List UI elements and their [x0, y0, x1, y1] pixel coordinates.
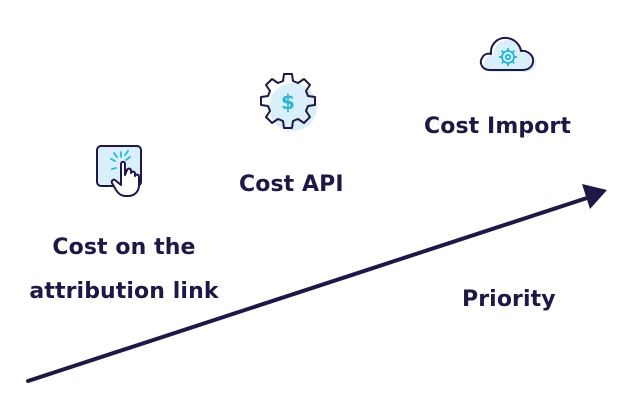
cloud-gear-icon — [479, 36, 537, 72]
step-label-line: Cost on the — [52, 235, 196, 260]
step-label-line: attribution link — [29, 279, 219, 304]
hand-click-icon — [96, 145, 142, 197]
dollar-gear-icon: $ — [260, 73, 317, 131]
priority-axis-label: Priority — [462, 287, 556, 312]
svg-text:$: $ — [281, 90, 295, 114]
step-label-cost-api: Cost API — [239, 172, 344, 197]
arrow-head-icon — [582, 184, 607, 209]
step-label-cost-import: Cost Import — [424, 114, 571, 139]
step-label-cost-attribution-link: Cost on the attribution link — [28, 226, 220, 314]
